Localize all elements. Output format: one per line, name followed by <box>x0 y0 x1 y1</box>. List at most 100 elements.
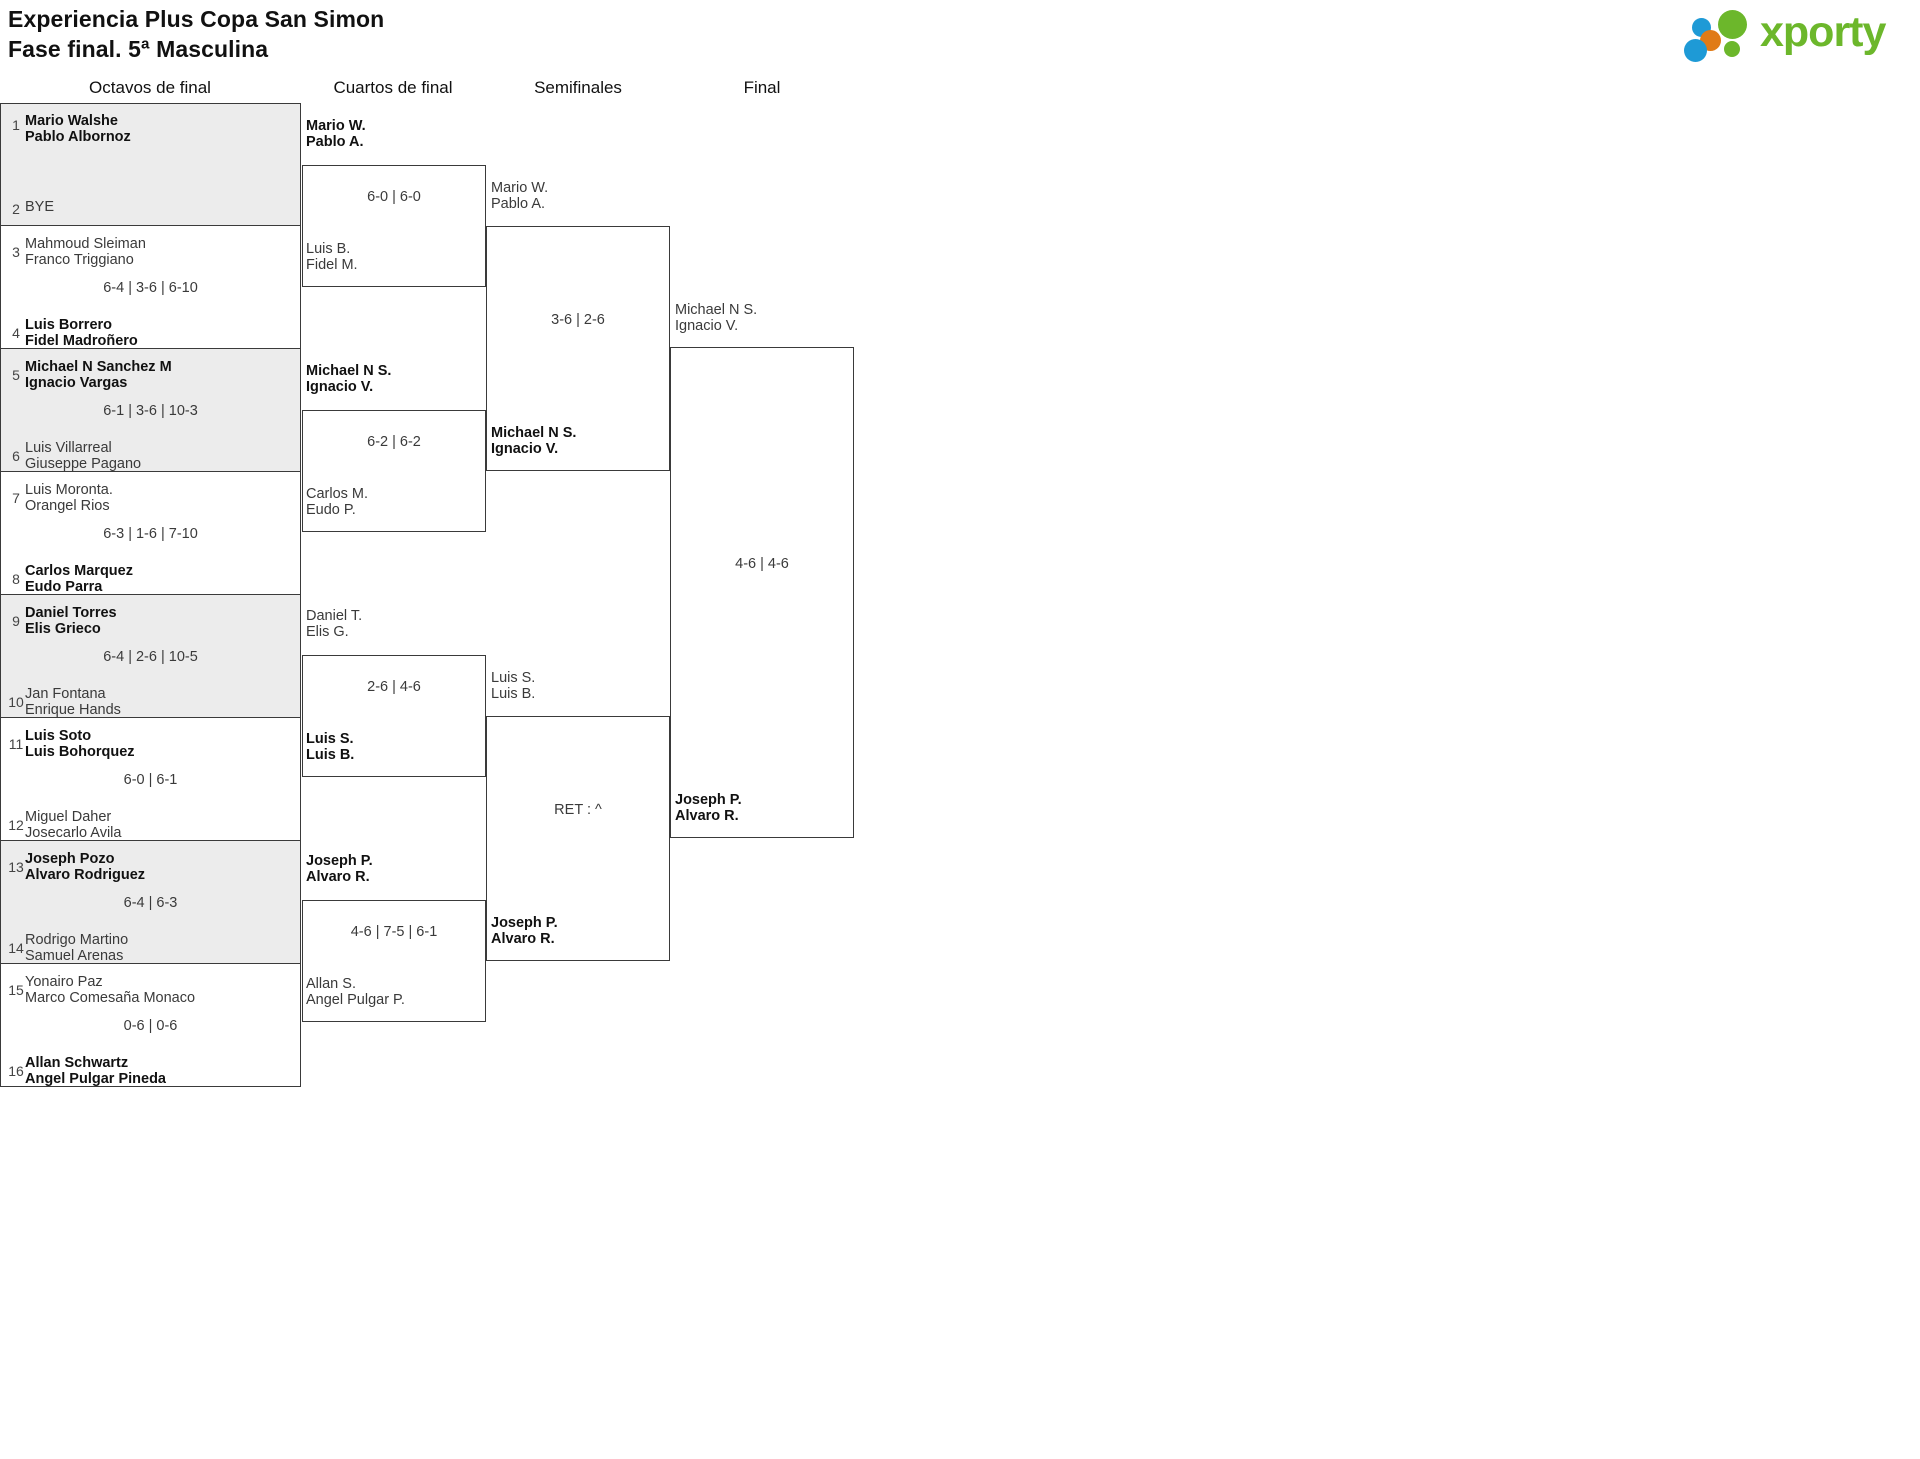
player-2: Ignacio V. <box>306 378 374 395</box>
player-2: Angel Pulgar Pineda <box>25 1070 166 1087</box>
player-1: Mahmoud Sleiman <box>25 236 146 252</box>
match-box-sf1[interactable]: 3-6 | 2-6 <box>486 226 670 471</box>
player-2: Fidel M. <box>306 256 358 273</box>
player-2: Alvaro R. <box>491 930 555 947</box>
player-2: Elis Grieco <box>25 620 101 637</box>
team-names: BYE <box>25 199 296 216</box>
match-score: 6-4 | 3-6 | 6-10 <box>103 280 198 296</box>
team-names-sf2-bottom: Joseph P. Alvaro R. <box>491 915 558 947</box>
team-names: Allan Schwartz Angel Pulgar Pineda <box>25 1055 296 1087</box>
match-row[interactable]: 15 Yonairo Paz Marco Comesaña Monaco 0-6… <box>0 964 301 1087</box>
team-names: Daniel Torres Elis Grieco <box>25 605 296 637</box>
team-names: Luis Borrero Fidel Madroñero <box>25 317 296 349</box>
match-box-qf3[interactable]: 2-6 | 4-6 <box>302 655 486 777</box>
player-1: Joseph P. <box>675 792 742 808</box>
player-2: Luis B. <box>491 685 536 702</box>
player-1: Luis Soto <box>25 728 92 744</box>
match-box-final[interactable]: 4-6 | 4-6 <box>670 347 854 838</box>
team-names: Mahmoud Sleiman Franco Triggiano <box>25 236 296 268</box>
match-score: 6-2 | 6-2 <box>367 434 421 450</box>
match-box-qf2[interactable]: 6-2 | 6-2 <box>302 410 486 532</box>
player-1: Luis Villarreal <box>25 440 112 456</box>
match-row[interactable]: 13 Joseph Pozo Alvaro Rodriguez 6-4 | 6-… <box>0 841 301 964</box>
tournament-name: Experiencia Plus Copa San Simon <box>8 6 385 32</box>
match-score: 2-6 | 4-6 <box>367 679 421 695</box>
page-title: Experiencia Plus Copa San Simon Fase fin… <box>8 4 384 64</box>
match-box-qf1[interactable]: 6-0 | 6-0 <box>302 165 486 287</box>
team-names-qf2-bottom: Carlos M. Eudo P. <box>306 486 369 518</box>
seed-number: 10 <box>8 694 24 710</box>
player-2: Orangel Rios <box>25 497 110 514</box>
match-row[interactable]: 7 Luis Moronta. Orangel Rios 6-3 | 1-6 |… <box>0 472 301 595</box>
match-score: 6-0 | 6-1 <box>123 772 178 788</box>
match-score: 6-0 | 6-0 <box>367 189 421 205</box>
player-2: Alvaro R. <box>675 807 739 824</box>
team-names: Joseph Pozo Alvaro Rodriguez <box>25 851 296 883</box>
team-names: Rodrigo Martino Samuel Arenas <box>25 932 296 964</box>
player-1: Joseph P. <box>491 915 558 931</box>
round-header-semifinales: Semifinales <box>534 78 622 97</box>
player-1: Michael N S. <box>306 363 392 379</box>
player-1: Luis Moronta. <box>25 482 113 498</box>
team-names-sf1-bottom: Michael N S. Ignacio V. <box>491 425 576 457</box>
match-score: RET : ^ <box>554 802 602 818</box>
player-1: BYE <box>25 199 55 215</box>
seed-number: 14 <box>8 940 24 956</box>
seed-number: 16 <box>8 1063 24 1079</box>
round-header-cuartos: Cuartos de final <box>333 78 453 97</box>
player-1: Luis B. <box>306 241 351 257</box>
team-names: Yonairo Paz Marco Comesaña Monaco <box>25 974 296 1006</box>
team-names: Luis Villarreal Giuseppe Pagano <box>25 440 296 472</box>
match-row[interactable]: 5 Michael N Sanchez M Ignacio Vargas 6-1… <box>0 349 301 472</box>
player-2: Enrique Hands <box>25 701 121 718</box>
player-2: Ignacio Vargas <box>25 374 128 391</box>
player-2: Ignacio V. <box>675 317 739 334</box>
player-1: Carlos M. <box>306 486 369 502</box>
round-octavos-column: 1 Mario Walshe Pablo Albornoz 2 BYE 3 Ma… <box>0 103 301 1087</box>
logo-wordmark: xporty <box>1760 8 1886 56</box>
seed-number: 1 <box>12 117 20 133</box>
team-names-qf2-top: Michael N S. Ignacio V. <box>306 363 392 395</box>
seed-number: 12 <box>8 817 24 833</box>
team-names-sf2-top: Luis S. Luis B. <box>491 670 536 702</box>
player-1: Carlos Marquez <box>25 563 133 579</box>
player-1: Mario Walshe <box>25 113 118 129</box>
tournament-phase: Fase final. 5ª Masculina <box>8 36 269 62</box>
match-row[interactable]: 3 Mahmoud Sleiman Franco Triggiano 6-4 |… <box>0 226 301 349</box>
player-1: Michael N S. <box>675 302 758 318</box>
team-names-final-bottom: Joseph P. Alvaro R. <box>675 792 742 824</box>
player-2: Eudo Parra <box>25 578 103 595</box>
player-2: Eudo P. <box>306 501 356 518</box>
match-box-qf4[interactable]: 4-6 | 7-5 | 6-1 <box>302 900 486 1022</box>
team-names-qf1-bottom: Luis B. Fidel M. <box>306 241 358 273</box>
player-1: Luis S. <box>306 731 354 747</box>
seed-number: 8 <box>12 571 20 587</box>
match-score: 6-3 | 1-6 | 7-10 <box>103 526 198 542</box>
player-2: Elis G. <box>306 623 349 640</box>
team-names: Jan Fontana Enrique Hands <box>25 686 296 718</box>
match-box-sf2[interactable]: RET : ^ <box>486 716 670 961</box>
team-names: Michael N Sanchez M Ignacio Vargas <box>25 359 296 391</box>
player-2: Alvaro Rodriguez <box>25 866 146 883</box>
team-names-qf3-top: Daniel T. Elis G. <box>306 608 363 640</box>
player-1: Rodrigo Martino <box>25 932 129 948</box>
seed-number: 5 <box>12 367 20 383</box>
match-score: 3-6 | 2-6 <box>551 312 605 328</box>
match-score: 4-6 | 7-5 | 6-1 <box>350 924 438 940</box>
match-row[interactable]: 9 Daniel Torres Elis Grieco 6-4 | 2-6 | … <box>0 595 301 718</box>
seed-number: 13 <box>8 859 24 875</box>
player-1: Daniel T. <box>306 608 363 624</box>
match-score: 6-4 | 6-3 <box>123 895 178 911</box>
player-1: Luis Borrero <box>25 317 113 333</box>
player-2: Pablo A. <box>491 195 546 212</box>
match-row[interactable]: 11 Luis Soto Luis Bohorquez 6-0 | 6-1 12… <box>0 718 301 841</box>
team-names: Miguel Daher Josecarlo Avila <box>25 809 296 841</box>
player-2: Marco Comesaña Monaco <box>25 989 196 1006</box>
player-1: Jan Fontana <box>25 686 106 702</box>
team-names-qf4-top: Joseph P. Alvaro R. <box>306 853 373 885</box>
seed-number: 6 <box>12 448 20 464</box>
player-2: Pablo A. <box>306 133 364 150</box>
match-row[interactable]: 1 Mario Walshe Pablo Albornoz 2 BYE <box>0 103 301 226</box>
match-score: 0-6 | 0-6 <box>123 1018 178 1034</box>
player-1: Miguel Daher <box>25 809 112 825</box>
